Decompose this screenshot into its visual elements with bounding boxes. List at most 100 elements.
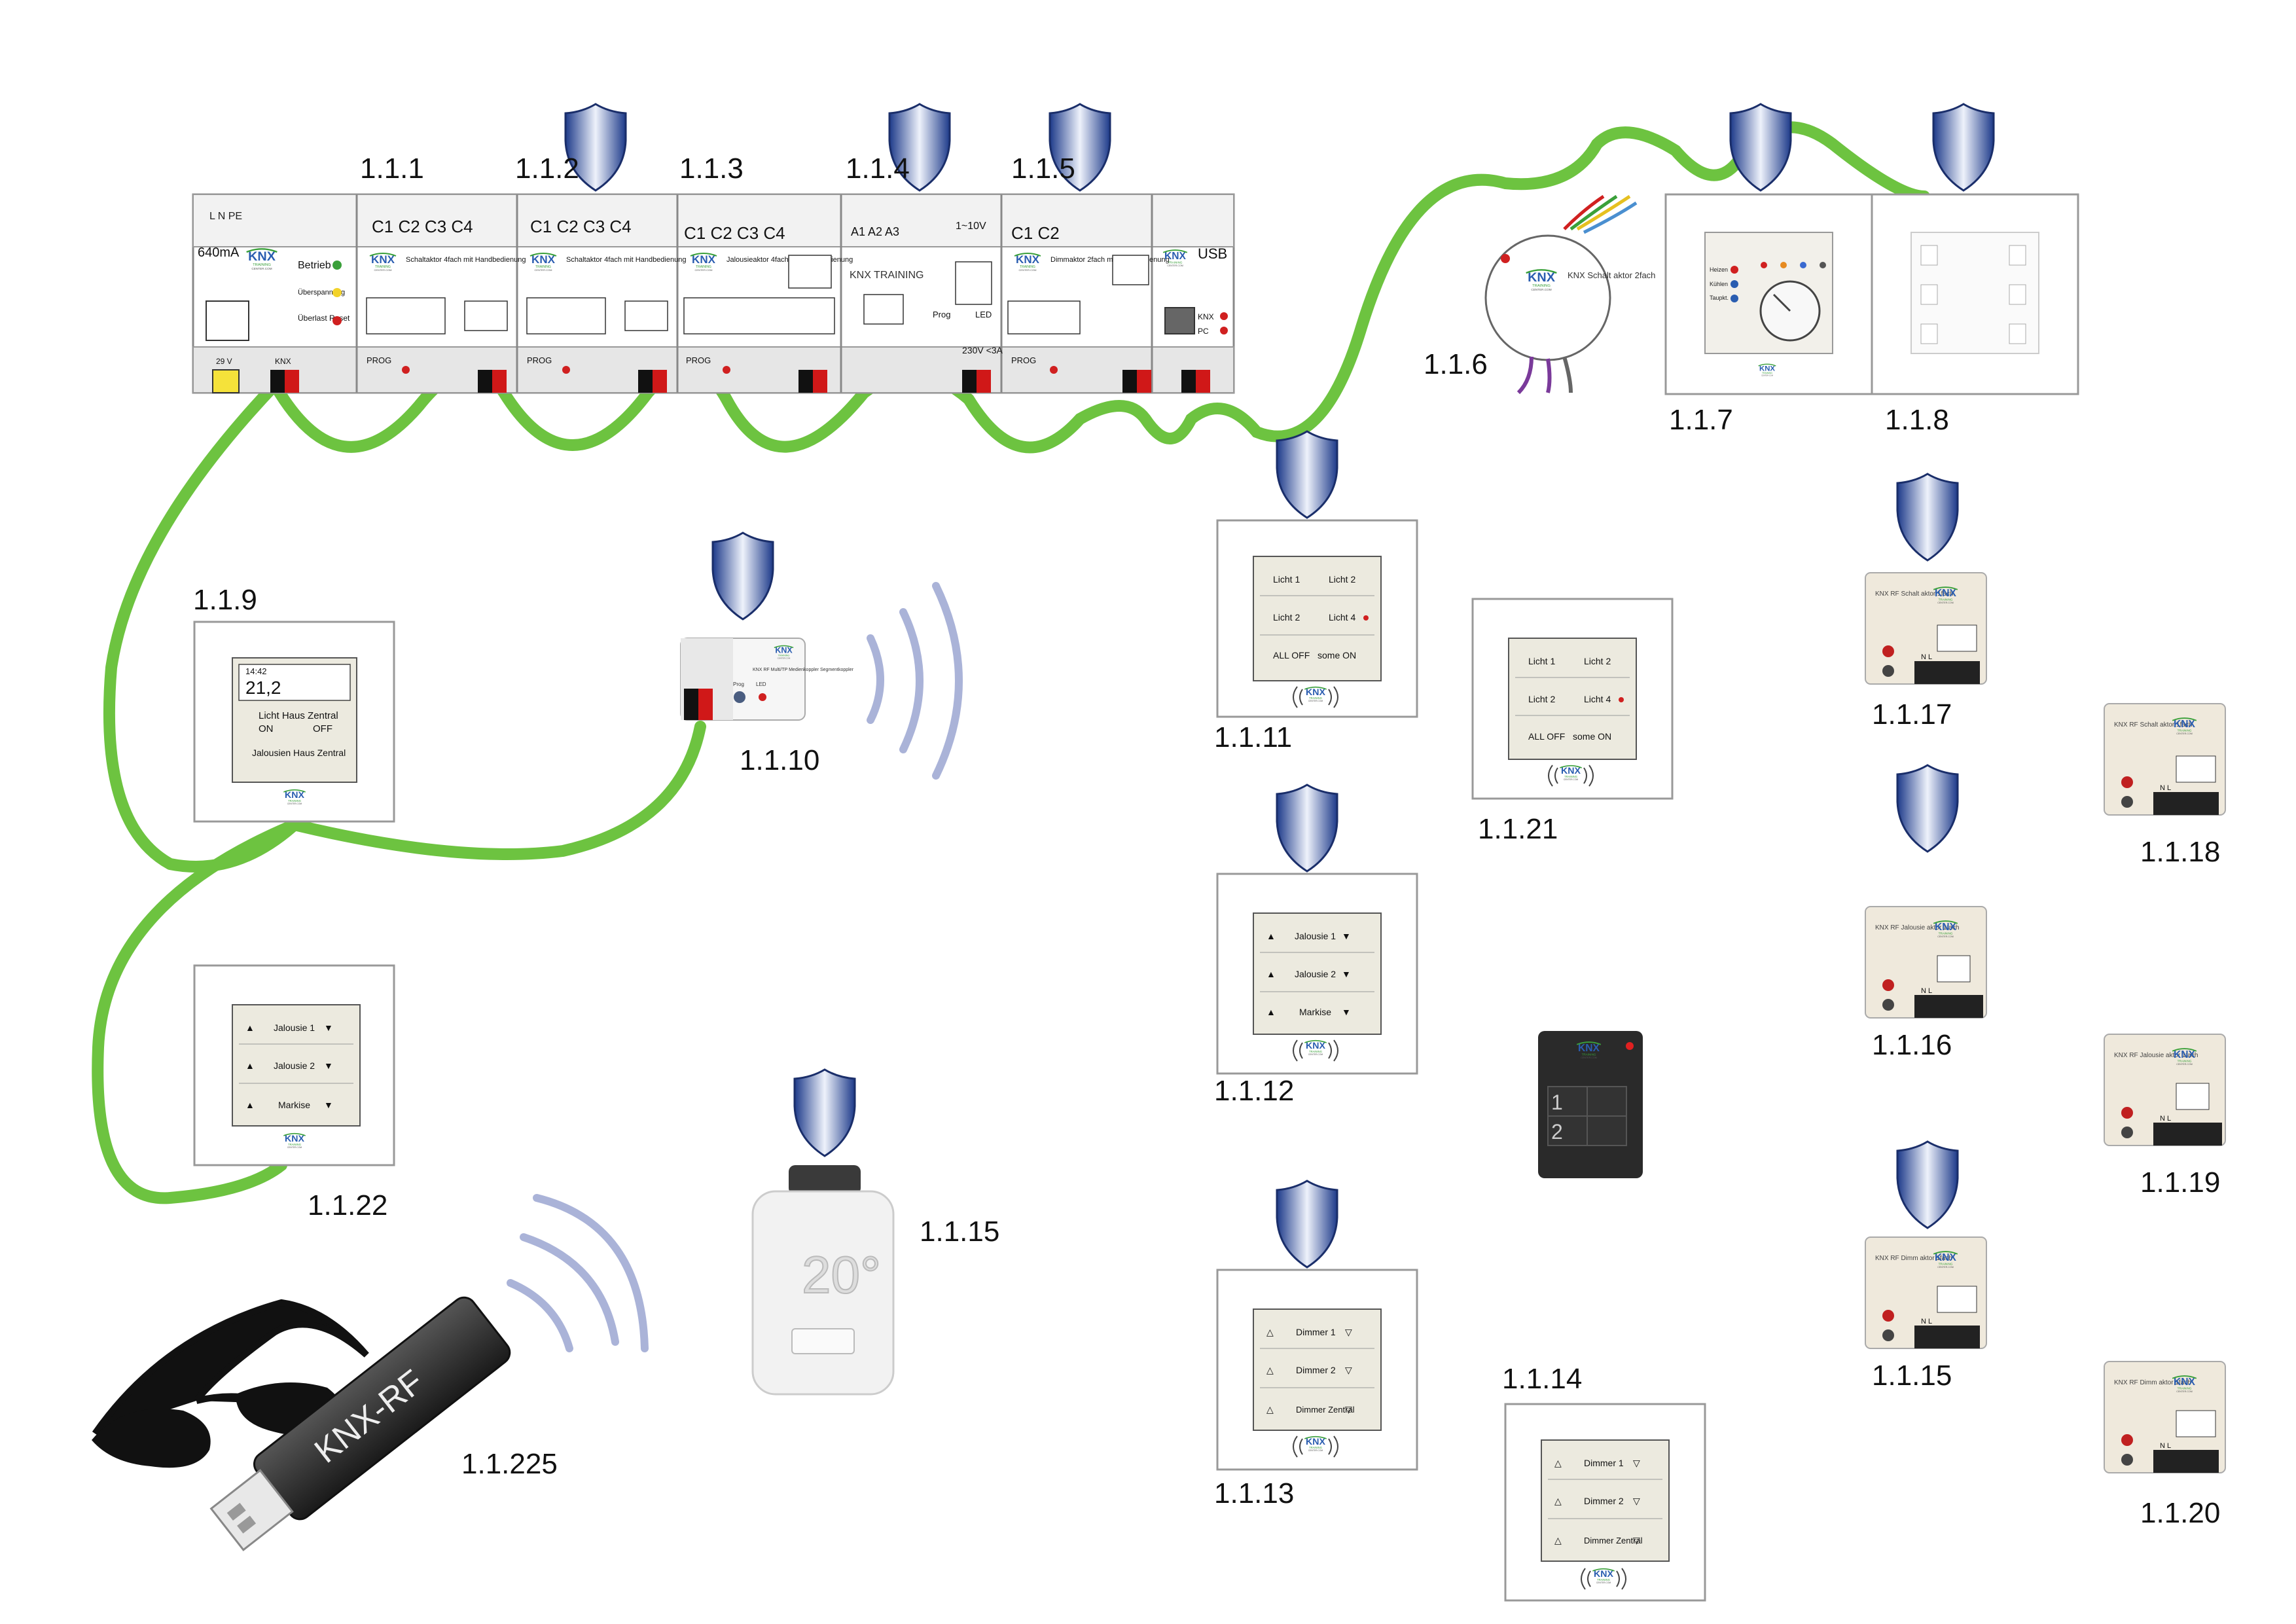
svg-text:▲: ▲: [1266, 931, 1276, 941]
attacker-waves: [507, 1194, 649, 1352]
address-label: 1.1.17: [1872, 698, 1952, 731]
svg-text:29 V: 29 V: [216, 357, 232, 366]
svg-text:Dimmer Zentral: Dimmer Zentral: [1296, 1405, 1355, 1415]
blind-switch: ▲ Jalousie 1 ▼ ▲ Jalousie 2 ▼ ▲ Markise …: [193, 964, 395, 1166]
svg-text:1~10V: 1~10V: [956, 221, 986, 232]
svg-text:△: △: [1266, 1327, 1274, 1337]
svg-text:KNX: KNX: [275, 357, 291, 366]
svg-text:▲: ▲: [1266, 1007, 1276, 1017]
svg-text:PROG: PROG: [367, 355, 391, 365]
svg-text:some ON: some ON: [1573, 731, 1611, 742]
svg-text:N L: N L: [2160, 784, 2171, 792]
svg-text:KNX RF Dimm aktor 1fach: KNX RF Dimm aktor 1fach: [1875, 1255, 1952, 1262]
svg-text:△: △: [1266, 1404, 1274, 1415]
svg-text:14:42: 14:42: [245, 666, 267, 676]
svg-text:Markise: Markise: [278, 1100, 310, 1110]
svg-text:Markise: Markise: [1299, 1007, 1331, 1017]
svg-text:KNX RF Schalt aktor 1fach: KNX RF Schalt aktor 1fach: [1875, 590, 1954, 598]
switch-actuator-1: C1 C2 C3 C4 Schaltaktor 4fach mit Handbe…: [366, 217, 526, 393]
rf-blind-switch: ▲ Jalousie 1 ▼ ▲ Jalousie 2 ▼ ▲ Markise …: [1216, 873, 1418, 1075]
svg-text:OFF: OFF: [313, 723, 332, 734]
shield-icon: [1896, 473, 1959, 562]
svg-text:▽: ▽: [1345, 1404, 1352, 1415]
svg-text:▼: ▼: [324, 1100, 333, 1110]
svg-text:Dimmer Zentral: Dimmer Zentral: [1584, 1536, 1643, 1545]
address-label: 1.1.9: [193, 584, 257, 616]
svg-text:Licht 1: Licht 1: [1273, 574, 1300, 585]
address-label: 1.1.18: [2140, 836, 2221, 868]
rf-switch-actuator-a: KNX RF Schalt aktor 1fach N L: [1865, 572, 1987, 685]
svg-text:▲: ▲: [245, 1100, 255, 1110]
svg-text:▽: ▽: [1633, 1458, 1640, 1468]
svg-text:▼: ▼: [1342, 969, 1351, 979]
address-label: 1.1.5: [1011, 153, 1075, 185]
svg-text:▲: ▲: [1266, 969, 1276, 979]
svg-text:▼: ▼: [1342, 931, 1351, 941]
svg-text:△: △: [1554, 1496, 1562, 1506]
svg-text:Licht Haus Zentral: Licht Haus Zentral: [259, 710, 338, 721]
svg-text:1: 1: [1551, 1091, 1563, 1114]
svg-text:Kühlen: Kühlen: [1710, 281, 1728, 287]
rf-blind-actuator-b: KNX RF Jalousie aktor 1fach N L: [2104, 1034, 2226, 1146]
rf-dimmer-switch: △ Dimmer 1 ▽ △ Dimmer 2 ▽ △ Dimmer Zentr…: [1216, 1269, 1418, 1471]
rf-dim-actuator-b: KNX RF Dimm aktor 1fach N L: [2104, 1361, 2226, 1473]
svg-text:Prog: Prog: [733, 681, 744, 687]
svg-text:ALL OFF: ALL OFF: [1528, 731, 1565, 742]
svg-text:Jalousie 1: Jalousie 1: [274, 1022, 315, 1033]
svg-text:LED: LED: [756, 681, 766, 687]
svg-text:Überlast Reset: Überlast Reset: [298, 314, 350, 323]
svg-text:▼: ▼: [1342, 1007, 1351, 1017]
svg-text:N L: N L: [1921, 653, 1932, 661]
svg-text:N L: N L: [1921, 987, 1932, 995]
svg-text:N L: N L: [2160, 1442, 2171, 1450]
svg-text:Licht 2: Licht 2: [1528, 694, 1555, 704]
blind-actuator: C1 C2 C3 C4 Jalousieaktor 4fach mit Hand…: [683, 223, 853, 393]
shield-icon: [1276, 784, 1338, 873]
svg-text:KNX Schalt aktor 2fach: KNX Schalt aktor 2fach: [1568, 270, 1655, 280]
switch-actuator-2: C1 C2 C3 C4 Schaltaktor 4fach mit Handbe…: [526, 217, 686, 393]
svg-text:▽: ▽: [1633, 1496, 1640, 1506]
svg-text:Betrieb: Betrieb: [298, 260, 331, 271]
display-panel: 14:42 21,2 Licht Haus Zentral ON OFF Jal…: [193, 621, 395, 823]
svg-text:KNX RF Multi/TP Medienkoppler: KNX RF Multi/TP Medienkoppler Segmentkop…: [753, 668, 854, 672]
svg-text:L N PE: L N PE: [209, 211, 242, 222]
svg-text:Jalousie 2: Jalousie 2: [1295, 969, 1336, 979]
svg-text:Dimmer 1: Dimmer 1: [1584, 1458, 1624, 1468]
svg-text:KNX RF Jalousie aktor 1fach: KNX RF Jalousie aktor 1fach: [1875, 924, 1959, 931]
address-label: 1.1.8: [1885, 404, 1949, 436]
svg-text:Licht 2: Licht 2: [1584, 656, 1611, 666]
rf-dimmer-switch-2: △ Dimmer 1 ▽ △ Dimmer 2 ▽ △ Dimmer Zentr…: [1504, 1403, 1706, 1602]
svg-text:Dimmer 2: Dimmer 2: [1584, 1496, 1624, 1506]
rf-remote: 1 2: [1538, 1031, 1643, 1178]
svg-text:A1 A2 A3: A1 A2 A3: [851, 225, 899, 238]
address-label: 1.1.21: [1478, 813, 1558, 845]
shield-icon: [1932, 103, 1995, 192]
address-label: 1.1.6: [1424, 348, 1488, 380]
svg-text:640mA: 640mA: [198, 245, 240, 260]
svg-text:PROG: PROG: [1011, 355, 1036, 365]
svg-text:Licht 2: Licht 2: [1273, 612, 1300, 623]
flush-switch-actuator: KNX Schalt aktor 2fach: [1484, 194, 1655, 395]
push-button-6: [1871, 193, 2079, 395]
shield-icon: [1729, 103, 1792, 192]
svg-text:C1 C2 C3 C4: C1 C2 C3 C4: [530, 217, 632, 236]
address-label: 1.1.22: [308, 1189, 388, 1221]
address-label: 1.1.1: [360, 153, 424, 185]
rf-light-switch-2: Licht 1 Licht 2 Licht 2 Licht 4 ALL OFF …: [1471, 598, 1674, 800]
address-label: 1.1.11: [1214, 721, 1293, 753]
usb-interface: USB KNX PC: [1162, 245, 1228, 393]
shield-icon: [1276, 1180, 1338, 1269]
address-label: 1.1.4: [846, 153, 910, 185]
power-supply: L N PE 640mA Betrieb Überspannung Überla…: [198, 211, 350, 393]
svg-text:▲: ▲: [245, 1060, 255, 1071]
svg-text:Licht 1: Licht 1: [1528, 656, 1555, 666]
svg-text:N L: N L: [2160, 1115, 2171, 1123]
svg-text:Licht 4: Licht 4: [1584, 694, 1611, 704]
svg-text:Jalousie 2: Jalousie 2: [274, 1060, 315, 1071]
svg-text:Dimmer 1: Dimmer 1: [1296, 1327, 1336, 1337]
svg-text:Taupkt.: Taupkt.: [1710, 295, 1729, 301]
svg-text:Prog: Prog: [933, 310, 950, 319]
svg-text:20°: 20°: [802, 1246, 881, 1304]
knx-bus-line: [269, 121, 1930, 454]
